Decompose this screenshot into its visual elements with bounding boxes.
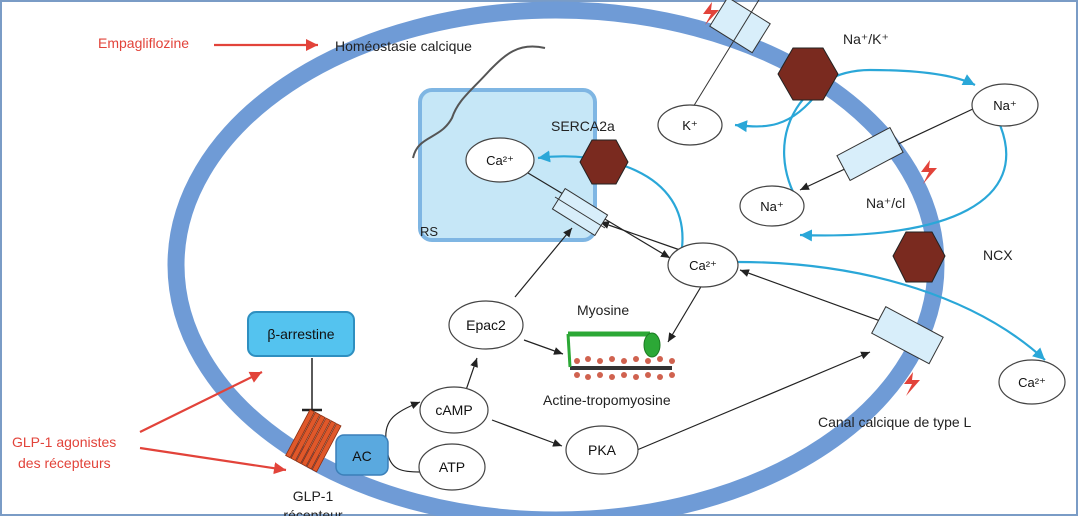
arrow-atp-ac [387,454,421,473]
atp-label: ATP [439,459,465,475]
ca-rs-label: Ca²⁺ [486,153,514,168]
ca-rs-ellipse [465,137,535,183]
cyan-arrow-na-pump [783,68,976,206]
myosin-filament-link [566,333,572,368]
arrow-ca-myosin [667,284,703,343]
ca-cyto-ellipse [667,242,739,288]
cyan-arrow-ncx-na [799,124,1008,242]
na-left-ellipse [739,185,805,227]
homeostasie-label: Homéostasie calcique [335,38,472,54]
nak-label: Na⁺/K⁺ [843,31,889,47]
arrow-pka-canal [636,351,871,451]
serca2a-pump [579,139,629,185]
cyan-arrow-ca-out [737,260,1046,361]
glp1-agonistes-line2: des récepteurs [18,455,111,471]
nacl-label: Na⁺/cl [866,195,905,211]
ncx-exchanger [892,231,946,283]
k-label: K⁺ [682,118,698,133]
pka-ellipse [565,425,639,475]
glp1-agonistes-line1: GLP-1 agonistes [12,434,116,450]
atp-ellipse [418,443,486,491]
nak-pump [777,47,839,101]
glp1-recepteur-line2: récepteur [283,507,342,516]
squiggle-line [412,45,546,159]
actine-label: Actine-tropomyosine [543,392,671,408]
epac2-ellipse [448,300,524,350]
actin-dots [574,356,675,380]
cyan-arrow-ca-serca [537,150,684,249]
arrow-epac2-channel [514,227,573,298]
ac-block [335,434,389,476]
glp1-receptor-icon [285,408,342,473]
arrow-camp-pka [491,419,563,447]
red-arrow-glp1-receptor [139,446,287,475]
camp-label: cAMP [435,402,472,418]
arrow-epac2-myosin [523,339,564,355]
ca-out-label: Ca²⁺ [1018,375,1046,390]
k-ellipse [657,104,723,146]
nacl-channel [836,126,904,182]
pka-label: PKA [588,442,617,458]
lightning-nacl [921,160,937,184]
myosine-label: Myosine [577,302,629,318]
arrow-ca-ryr [599,221,681,251]
ncx-label: NCX [983,247,1013,263]
na-top-label: Na⁺ [993,98,1016,113]
barrestine-box [247,311,355,357]
na-top-ellipse [971,83,1039,127]
serca2a-label: SERCA2a [551,118,615,134]
camp-ellipse [419,386,489,434]
na-left-label: Na⁺ [760,199,783,214]
red-arrow-barrestine [139,371,263,433]
arrow-camp-epac2 [464,357,478,394]
epac2-label: Epac2 [466,317,506,333]
barrestine-label: β-arrestine [267,326,334,342]
arrow-canal-ca [739,269,906,331]
canal-label: Canal calcique de type L [818,414,972,430]
ca-cyto-label: Ca²⁺ [689,258,717,273]
arrow-ac-camp [385,401,421,441]
top-channel-line [689,0,760,113]
calcium-l-channel [871,306,944,365]
ca-out-ellipse [998,359,1066,405]
cyan-arrow-k-in [734,89,821,133]
empagliflozine-label: Empagliflozine [98,35,189,51]
myosin-head [643,332,661,358]
lightning-canal [904,372,920,396]
ryr-channel-line [554,196,606,229]
ac-label: AC [352,448,371,464]
top-channel [709,0,771,54]
rs-label: RS [420,224,438,239]
lightning-top [703,2,719,25]
glp1-recepteur-line1: GLP-1 [293,488,334,504]
